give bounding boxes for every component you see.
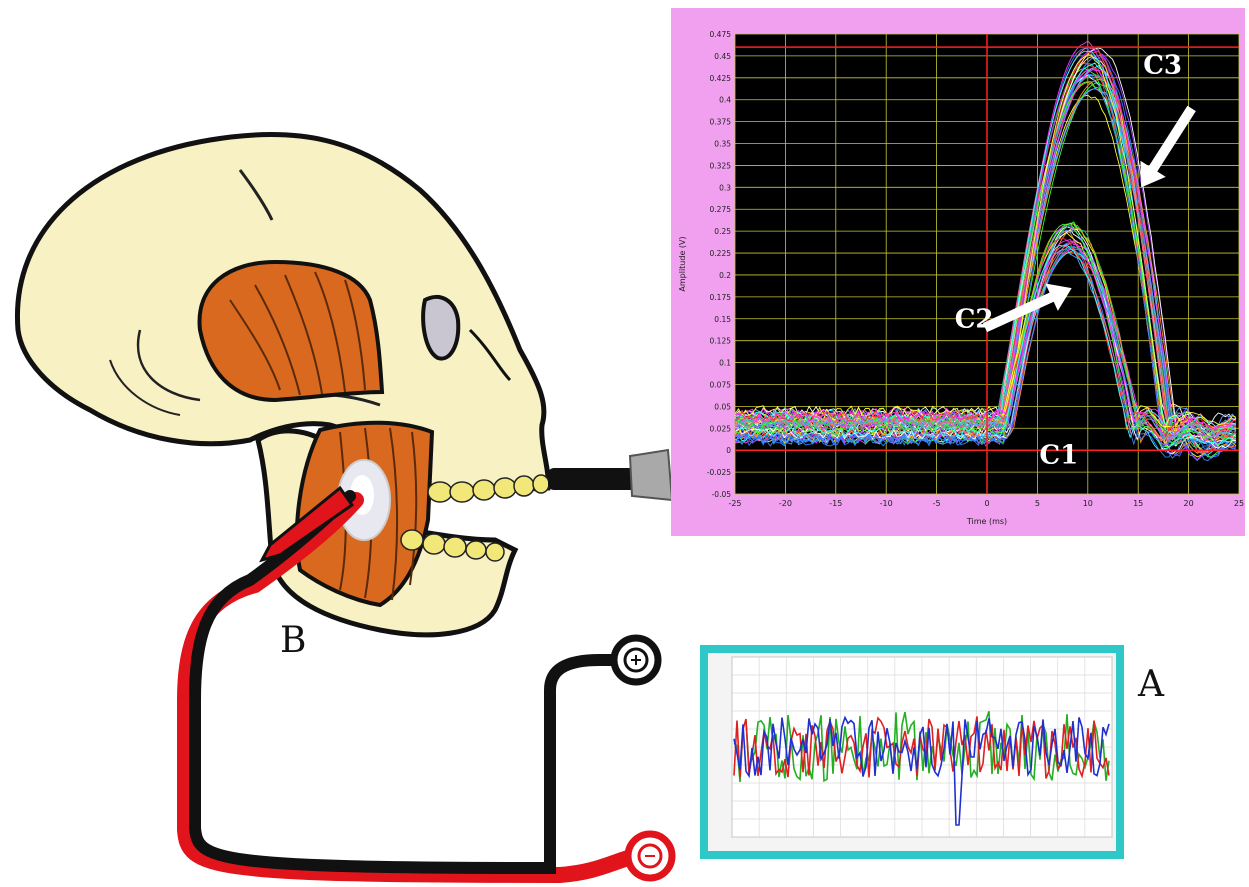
annotation-c1: C1	[1039, 440, 1078, 470]
x-tick-label: 0	[984, 499, 989, 508]
y-tick-label: 0.375	[710, 118, 732, 127]
x-tick-label: -25	[728, 499, 741, 508]
x-tick-label: 10	[1083, 499, 1093, 508]
y-tick-label: -0.05	[712, 490, 732, 499]
y-tick-label: -0.025	[707, 468, 731, 477]
eye-orbit	[423, 297, 458, 359]
y-tick-label: 0.2	[719, 271, 731, 280]
x-tick-label: 20	[1184, 499, 1194, 508]
y-tick-label: 0.175	[710, 293, 732, 302]
y-tick-label: 0.45	[714, 52, 731, 61]
y-tick-label: 0.4	[719, 96, 731, 105]
x-axis-label: Time (ms)	[966, 517, 1007, 526]
x-tick-label: 5	[1035, 499, 1040, 508]
y-tick-label: 0.225	[710, 249, 732, 258]
emg-averaged-chart: -25 -20 -15 -10 -5 0 5 10 15 20 25 -0.05 -0.025 0 0.0…	[671, 8, 1245, 536]
y-tick-label: 0.3	[719, 183, 731, 192]
annotation-c3: C3	[1143, 50, 1182, 80]
y-tick-label: 0.025	[710, 424, 732, 433]
temporalis-muscle	[200, 262, 382, 400]
y-tick-label: 0.125	[710, 337, 732, 346]
y-tick-label: 0.1	[719, 359, 731, 368]
x-tick-label: -20	[779, 499, 792, 508]
reference-electrode-icon	[628, 834, 672, 878]
y-tick-label: 0.325	[710, 161, 732, 170]
x-tick-label: -15	[829, 499, 842, 508]
panel-label-b: B	[280, 620, 306, 661]
y-axis-label: Amplitude (V)	[678, 236, 687, 291]
y-tick-label: 0.25	[714, 227, 731, 236]
panel-label-a: A	[1138, 664, 1164, 705]
x-tick-label: 15	[1133, 499, 1143, 508]
annotation-c2: C2	[955, 305, 994, 335]
ground-electrode-icon	[614, 638, 658, 682]
y-tick-label: 0.475	[710, 30, 732, 39]
y-tick-label: 0.05	[714, 402, 731, 411]
raw-emg-chart	[700, 645, 1124, 859]
x-tick-label: -10	[880, 499, 893, 508]
y-tick-label: 0.35	[714, 140, 731, 149]
y-tick-label: 0.425	[710, 74, 732, 83]
y-tick-label: 0.075	[710, 380, 732, 389]
bite-sensor-rod	[548, 468, 638, 490]
y-tick-label: 0	[726, 446, 731, 455]
bite-sensor-connector	[630, 450, 672, 500]
x-tick-label: -5	[933, 499, 941, 508]
y-tick-label: 0.15	[714, 315, 731, 324]
y-tick-label: 0.275	[710, 205, 732, 214]
x-tick-label: 25	[1234, 499, 1244, 508]
